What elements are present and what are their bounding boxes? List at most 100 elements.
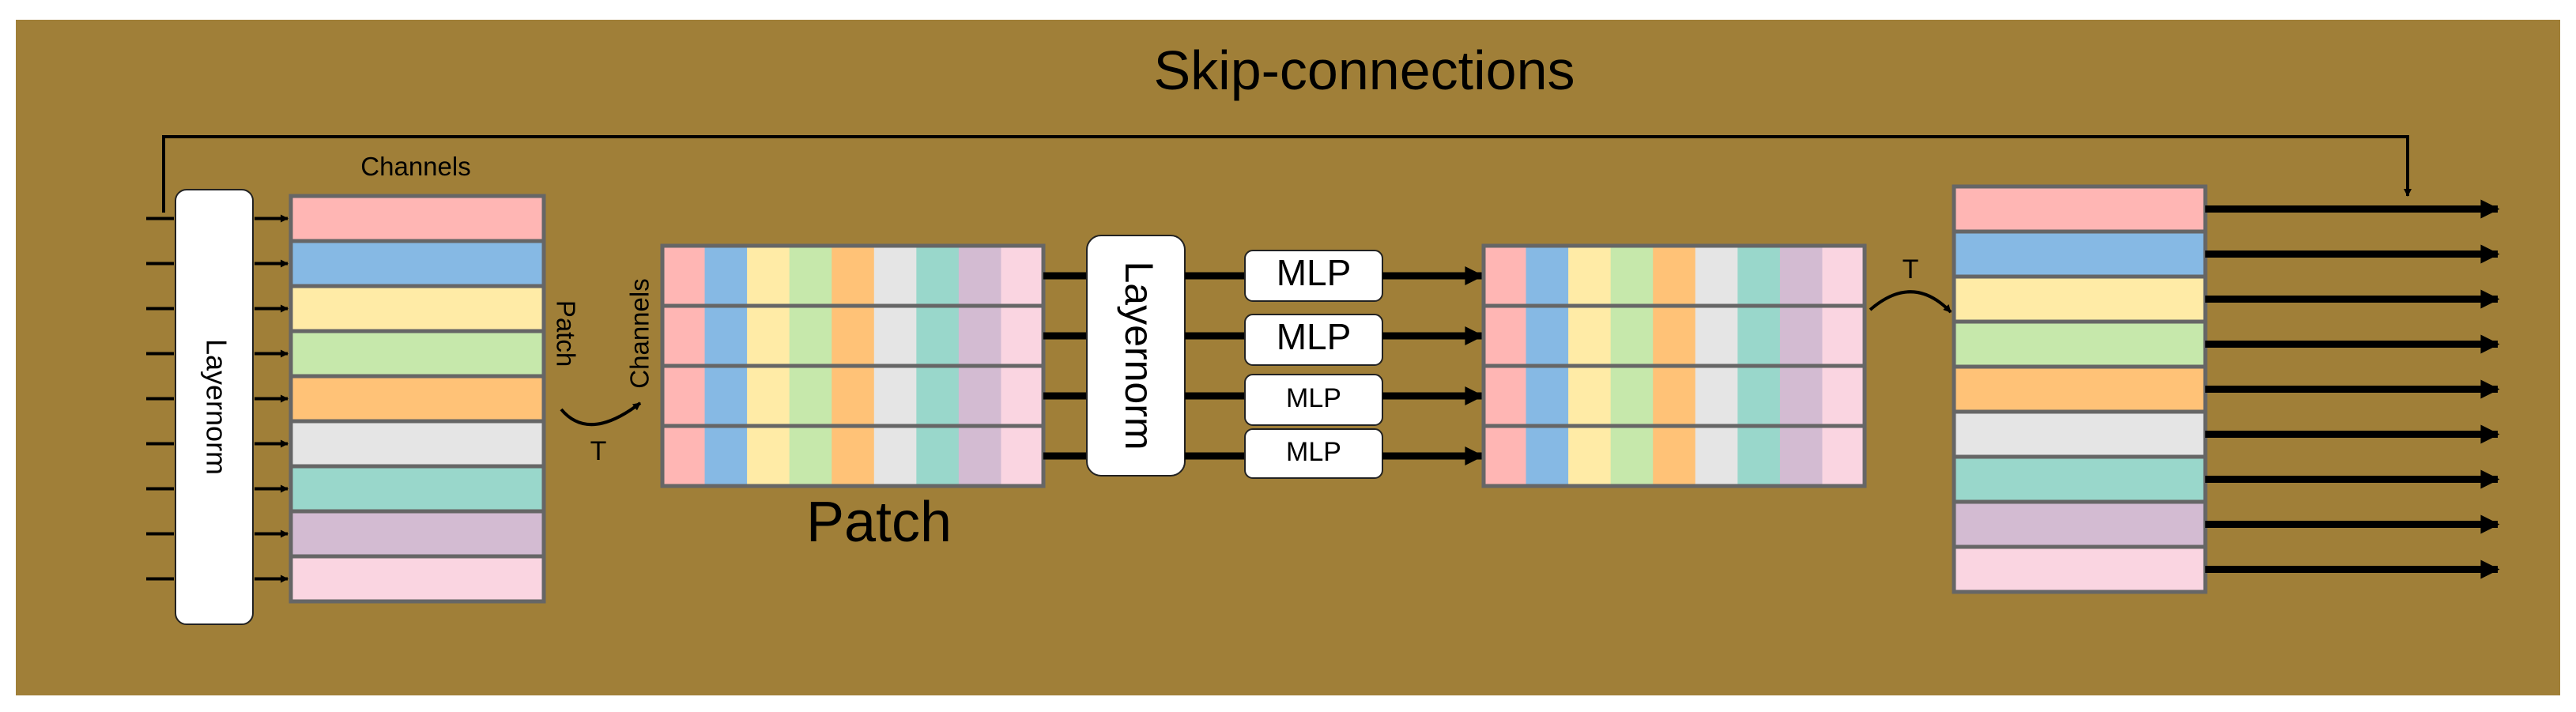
channel-cell [704, 366, 748, 426]
channel-cell [873, 426, 917, 486]
layernorm-1-label: Layernorm [200, 339, 232, 475]
transpose-arrow-2 [1869, 290, 1952, 314]
channel-cell [873, 306, 917, 366]
channel-cell [1779, 306, 1823, 366]
channel-cell [1484, 426, 1527, 486]
channel-cell [916, 366, 960, 426]
patch-bottom-label: Patch [806, 491, 952, 554]
channel-cell [1737, 426, 1781, 486]
transpose-label-2: T [1903, 254, 1919, 284]
channel-cell [1568, 366, 1612, 426]
channel-cell [873, 366, 917, 426]
mlp-block [1244, 314, 1383, 366]
channel-row-left [289, 194, 546, 243]
patch-grid-2-row [1481, 364, 1867, 428]
channel-row-right [1952, 184, 2208, 234]
channel-cell [832, 426, 875, 486]
patch-grid-2-row [1481, 243, 1867, 308]
grid-to-layernorm-connectors [1043, 272, 1087, 460]
channel-cell [1822, 366, 1865, 426]
channel-row-right [1952, 499, 2208, 549]
channel-cell [1001, 426, 1044, 486]
channel-row-left [289, 329, 546, 379]
transpose-arrow-1 [560, 401, 642, 427]
channel-row-left [289, 374, 546, 424]
channel-cell [958, 246, 1001, 306]
channel-row-right [1952, 544, 2208, 594]
channel-cell [1610, 246, 1654, 306]
channel-cell [1484, 246, 1527, 306]
channel-cell [789, 246, 832, 306]
channel-cell [1001, 366, 1044, 426]
channel-cell [1001, 246, 1044, 306]
channel-cell [1653, 366, 1696, 426]
channel-cell [1568, 246, 1612, 306]
channel-cell [747, 426, 790, 486]
output-arrows [2205, 199, 2500, 579]
patch-grid-1-row [660, 303, 1046, 368]
channel-cell [662, 366, 706, 426]
channel-cell [1610, 306, 1654, 366]
channel-cell [704, 246, 748, 306]
patch-grid-1 [660, 243, 1046, 488]
channel-cell [1653, 306, 1696, 366]
channel-stack-right [1952, 184, 2208, 594]
channel-cell [832, 306, 875, 366]
channel-cell [1526, 426, 1569, 486]
channel-cell [958, 426, 1001, 486]
patch-grid-2-row [1481, 424, 1867, 488]
channel-row-left [289, 464, 546, 514]
channel-cell [1526, 366, 1569, 426]
channel-cell [1822, 306, 1865, 366]
channel-cell [789, 366, 832, 426]
channel-cell [916, 246, 960, 306]
title: Skip-connections [1153, 40, 1575, 101]
patch-grid-2-row-border [1481, 424, 1867, 488]
channel-row-left [289, 509, 546, 559]
channel-cell [1653, 246, 1696, 306]
mlp-label: MLP [1277, 252, 1352, 293]
mlp-label: MLP [1286, 437, 1341, 467]
channel-stack-left [289, 194, 546, 604]
channel-row-left [289, 284, 546, 333]
channel-cell [1526, 246, 1569, 306]
channel-cell [1526, 306, 1569, 366]
patch-grid-2 [1481, 243, 1867, 488]
channel-cell [747, 366, 790, 426]
channel-row-right [1952, 319, 2208, 369]
channel-cell [1695, 426, 1738, 486]
channels-side-label: Channels [625, 278, 654, 388]
channel-cell [1779, 246, 1823, 306]
channel-row-right [1952, 229, 2208, 279]
channels-top-label: Channels [360, 152, 470, 181]
channel-cell [832, 246, 875, 306]
channel-cell [1610, 426, 1654, 486]
channel-cell [1822, 426, 1865, 486]
patch-grid-2-row [1481, 303, 1867, 368]
channel-cell [1695, 246, 1738, 306]
channel-cell [873, 246, 917, 306]
channel-cell [958, 366, 1001, 426]
channel-cell [747, 306, 790, 366]
channel-cell [1779, 366, 1823, 426]
layernorm-1-block [175, 189, 254, 625]
channel-cell [1737, 246, 1781, 306]
channel-cell [832, 366, 875, 426]
channel-row-left [289, 554, 546, 604]
channel-cell [1737, 366, 1781, 426]
channel-row-left [289, 239, 546, 288]
channel-cell [789, 306, 832, 366]
channel-cell [1822, 246, 1865, 306]
channel-cell [704, 426, 748, 486]
channel-cell [1484, 366, 1527, 426]
channel-cell [747, 246, 790, 306]
channel-cell [916, 426, 960, 486]
channel-cell [662, 246, 706, 306]
channel-cell [1568, 426, 1612, 486]
channel-cell [1779, 426, 1823, 486]
channel-row-right [1952, 274, 2208, 324]
layernorm-2-label: Layernorm [1117, 262, 1161, 450]
mlp-block [1244, 374, 1383, 426]
channel-row-left [289, 419, 546, 469]
